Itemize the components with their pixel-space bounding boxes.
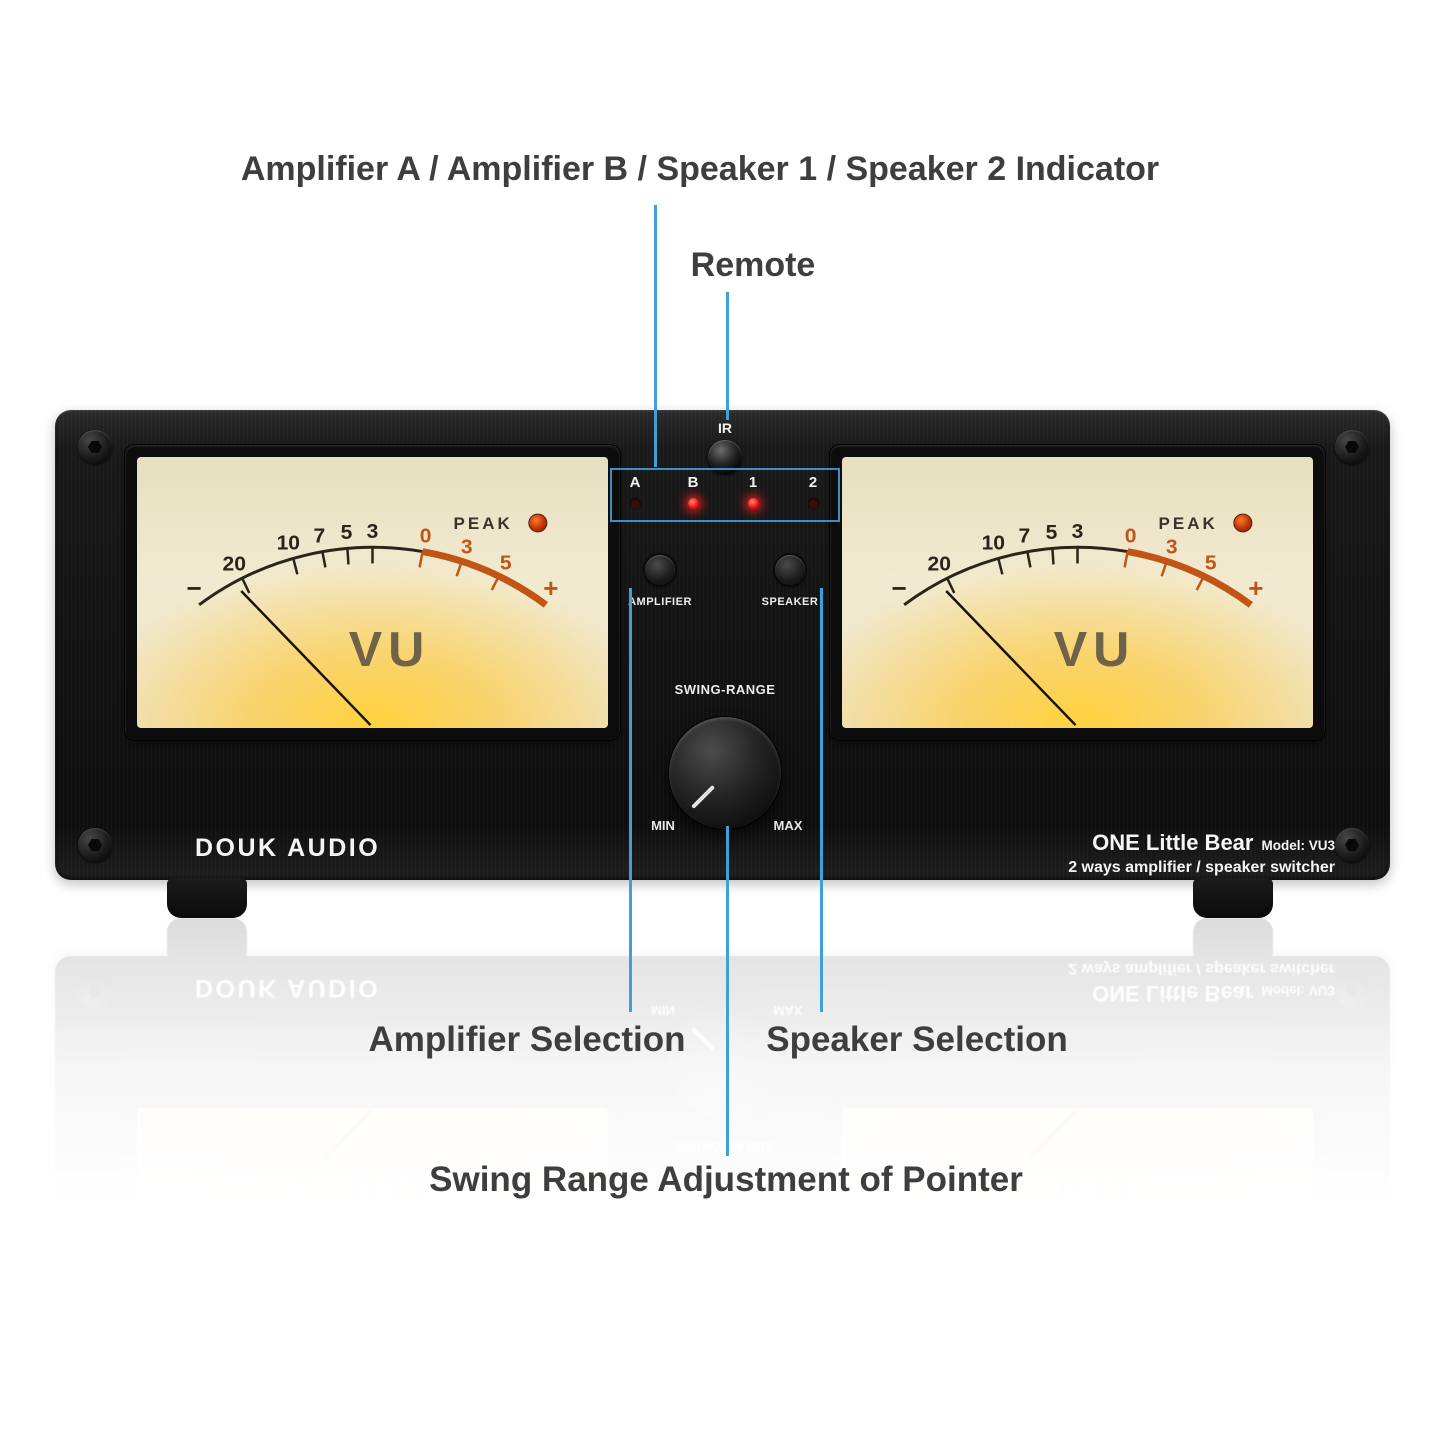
corner-screw-icon [78, 430, 112, 464]
corner-screw-icon [1335, 828, 1369, 862]
scale-label: 3 [1166, 536, 1178, 559]
indicator-1-label: 1 [748, 474, 758, 491]
indicator-b-label: B [687, 474, 699, 491]
vu-meter-right: − 20 10 7 5 3 0 3 5 + PEAK V [830, 445, 1325, 740]
product-name: ONE Little Bear [1092, 830, 1254, 855]
scale-label: 5 [500, 551, 512, 574]
callout-line-indicator [654, 205, 657, 467]
scale-plus: + [1248, 575, 1263, 603]
indicator-a-led [629, 498, 641, 509]
device-foot [167, 878, 247, 918]
callout-line-swing-range [726, 826, 729, 1156]
indicator-a-label: A [629, 474, 641, 491]
brand-logo: DOUK AUDIO [195, 834, 381, 862]
vu-meter-left: − 20 10 7 5 3 0 3 5 + PEAK V [125, 445, 620, 740]
knob-min-label: MIN [651, 818, 675, 833]
knob-max-label: MAX [773, 818, 803, 833]
scale-ticks-left [946, 547, 1079, 594]
scale-ticks-right [1123, 551, 1205, 591]
scale-label: 20 [223, 552, 246, 575]
scale-ticks-right [418, 551, 500, 591]
peak-led [1233, 513, 1253, 533]
corner-screw-icon [78, 828, 112, 862]
swing-range-label: SWING-RANGE [674, 682, 776, 697]
scale-label: 7 [314, 525, 326, 548]
speaker-button-label: SPEAKER [761, 596, 819, 608]
scale-plus: + [543, 575, 558, 603]
swing-range-callout-label: Swing Range Adjustment of Pointer [429, 1160, 1023, 1199]
ir-label: IR [718, 420, 732, 436]
indicator-speaker-2: 2 [793, 474, 833, 509]
indicator-amplifier-b: B [673, 474, 713, 509]
vu-unit-label: VU [1054, 621, 1136, 677]
scale-arc-left [903, 545, 1128, 606]
knob-pointer-icon [691, 784, 716, 809]
speaker-selection-callout-label: Speaker Selection [766, 1020, 1068, 1059]
backlight-glow [842, 457, 1313, 728]
indicator-1-led [747, 498, 759, 509]
callout-line-remote [726, 292, 729, 420]
device-foot [1193, 878, 1273, 918]
scale-minus: − [892, 575, 907, 603]
scale-label: 7 [1019, 525, 1031, 548]
backlight-glow [137, 457, 608, 728]
scale-label: 3 [461, 536, 473, 559]
scale-label: 5 [341, 521, 353, 544]
remote-callout-label: Remote [690, 246, 816, 284]
front-panel: − 20 10 7 5 3 0 3 5 + PEAK V [55, 410, 1390, 880]
vu-unit-label: VU [349, 621, 431, 677]
scale-label: 0 [1125, 525, 1137, 548]
peak-label: PEAK [453, 514, 512, 533]
scale-ticks-left [241, 547, 374, 594]
scale-label: 5 [1046, 521, 1058, 544]
peak-label: PEAK [1158, 514, 1217, 533]
indicator-b-led [687, 498, 699, 509]
meter-needle [945, 590, 1077, 726]
swing-range-knob[interactable] [669, 717, 781, 829]
indicator-amplifier-a: A [615, 474, 655, 509]
scale-label: 20 [928, 552, 951, 575]
scale-arc-left [198, 545, 423, 606]
indicator-callout-box [610, 468, 840, 522]
product-tagline: 2 ways amplifier / speaker switcher [1068, 859, 1335, 876]
callout-line-amplifier-selection [629, 588, 632, 1012]
scale-label: 3 [1072, 520, 1084, 543]
amplifier-button[interactable] [645, 555, 675, 585]
scale-label: 3 [367, 520, 379, 543]
vu3-switcher-device: − 20 10 7 5 3 0 3 5 + PEAK V [55, 410, 1390, 918]
scale-label: 10 [277, 532, 300, 555]
indicator-2-label: 2 [808, 474, 818, 491]
callout-line-speaker-selection [820, 588, 823, 1012]
amplifier-button-label: AMPLIFIER [628, 596, 692, 608]
indicator-2-led [807, 498, 819, 509]
model-number: Model: VU3 [1261, 838, 1335, 853]
scale-arc-right [1126, 548, 1253, 608]
model-info: ONE Little Bear Model: VU3 2 ways amplifi… [1068, 830, 1335, 877]
corner-screw-icon [1335, 430, 1369, 464]
scale-label: 5 [1205, 551, 1217, 574]
scale-arc-right [421, 548, 548, 608]
scale-label: 0 [420, 525, 432, 548]
peak-led [528, 513, 548, 533]
amplifier-selection-callout-label: Amplifier Selection [368, 1020, 686, 1059]
vu-meter-face: − 20 10 7 5 3 0 3 5 + PEAK V [842, 457, 1313, 728]
speaker-button[interactable] [775, 555, 805, 585]
vu-meter-face: − 20 10 7 5 3 0 3 5 + PEAK V [137, 457, 608, 728]
indicator-speaker-1: 1 [733, 474, 773, 509]
scale-minus: − [187, 575, 202, 603]
meter-needle [240, 590, 372, 726]
indicator-callout-label: Amplifier A / Amplifier B / Speaker 1 / … [240, 150, 1160, 188]
scale-label: 10 [982, 532, 1005, 555]
